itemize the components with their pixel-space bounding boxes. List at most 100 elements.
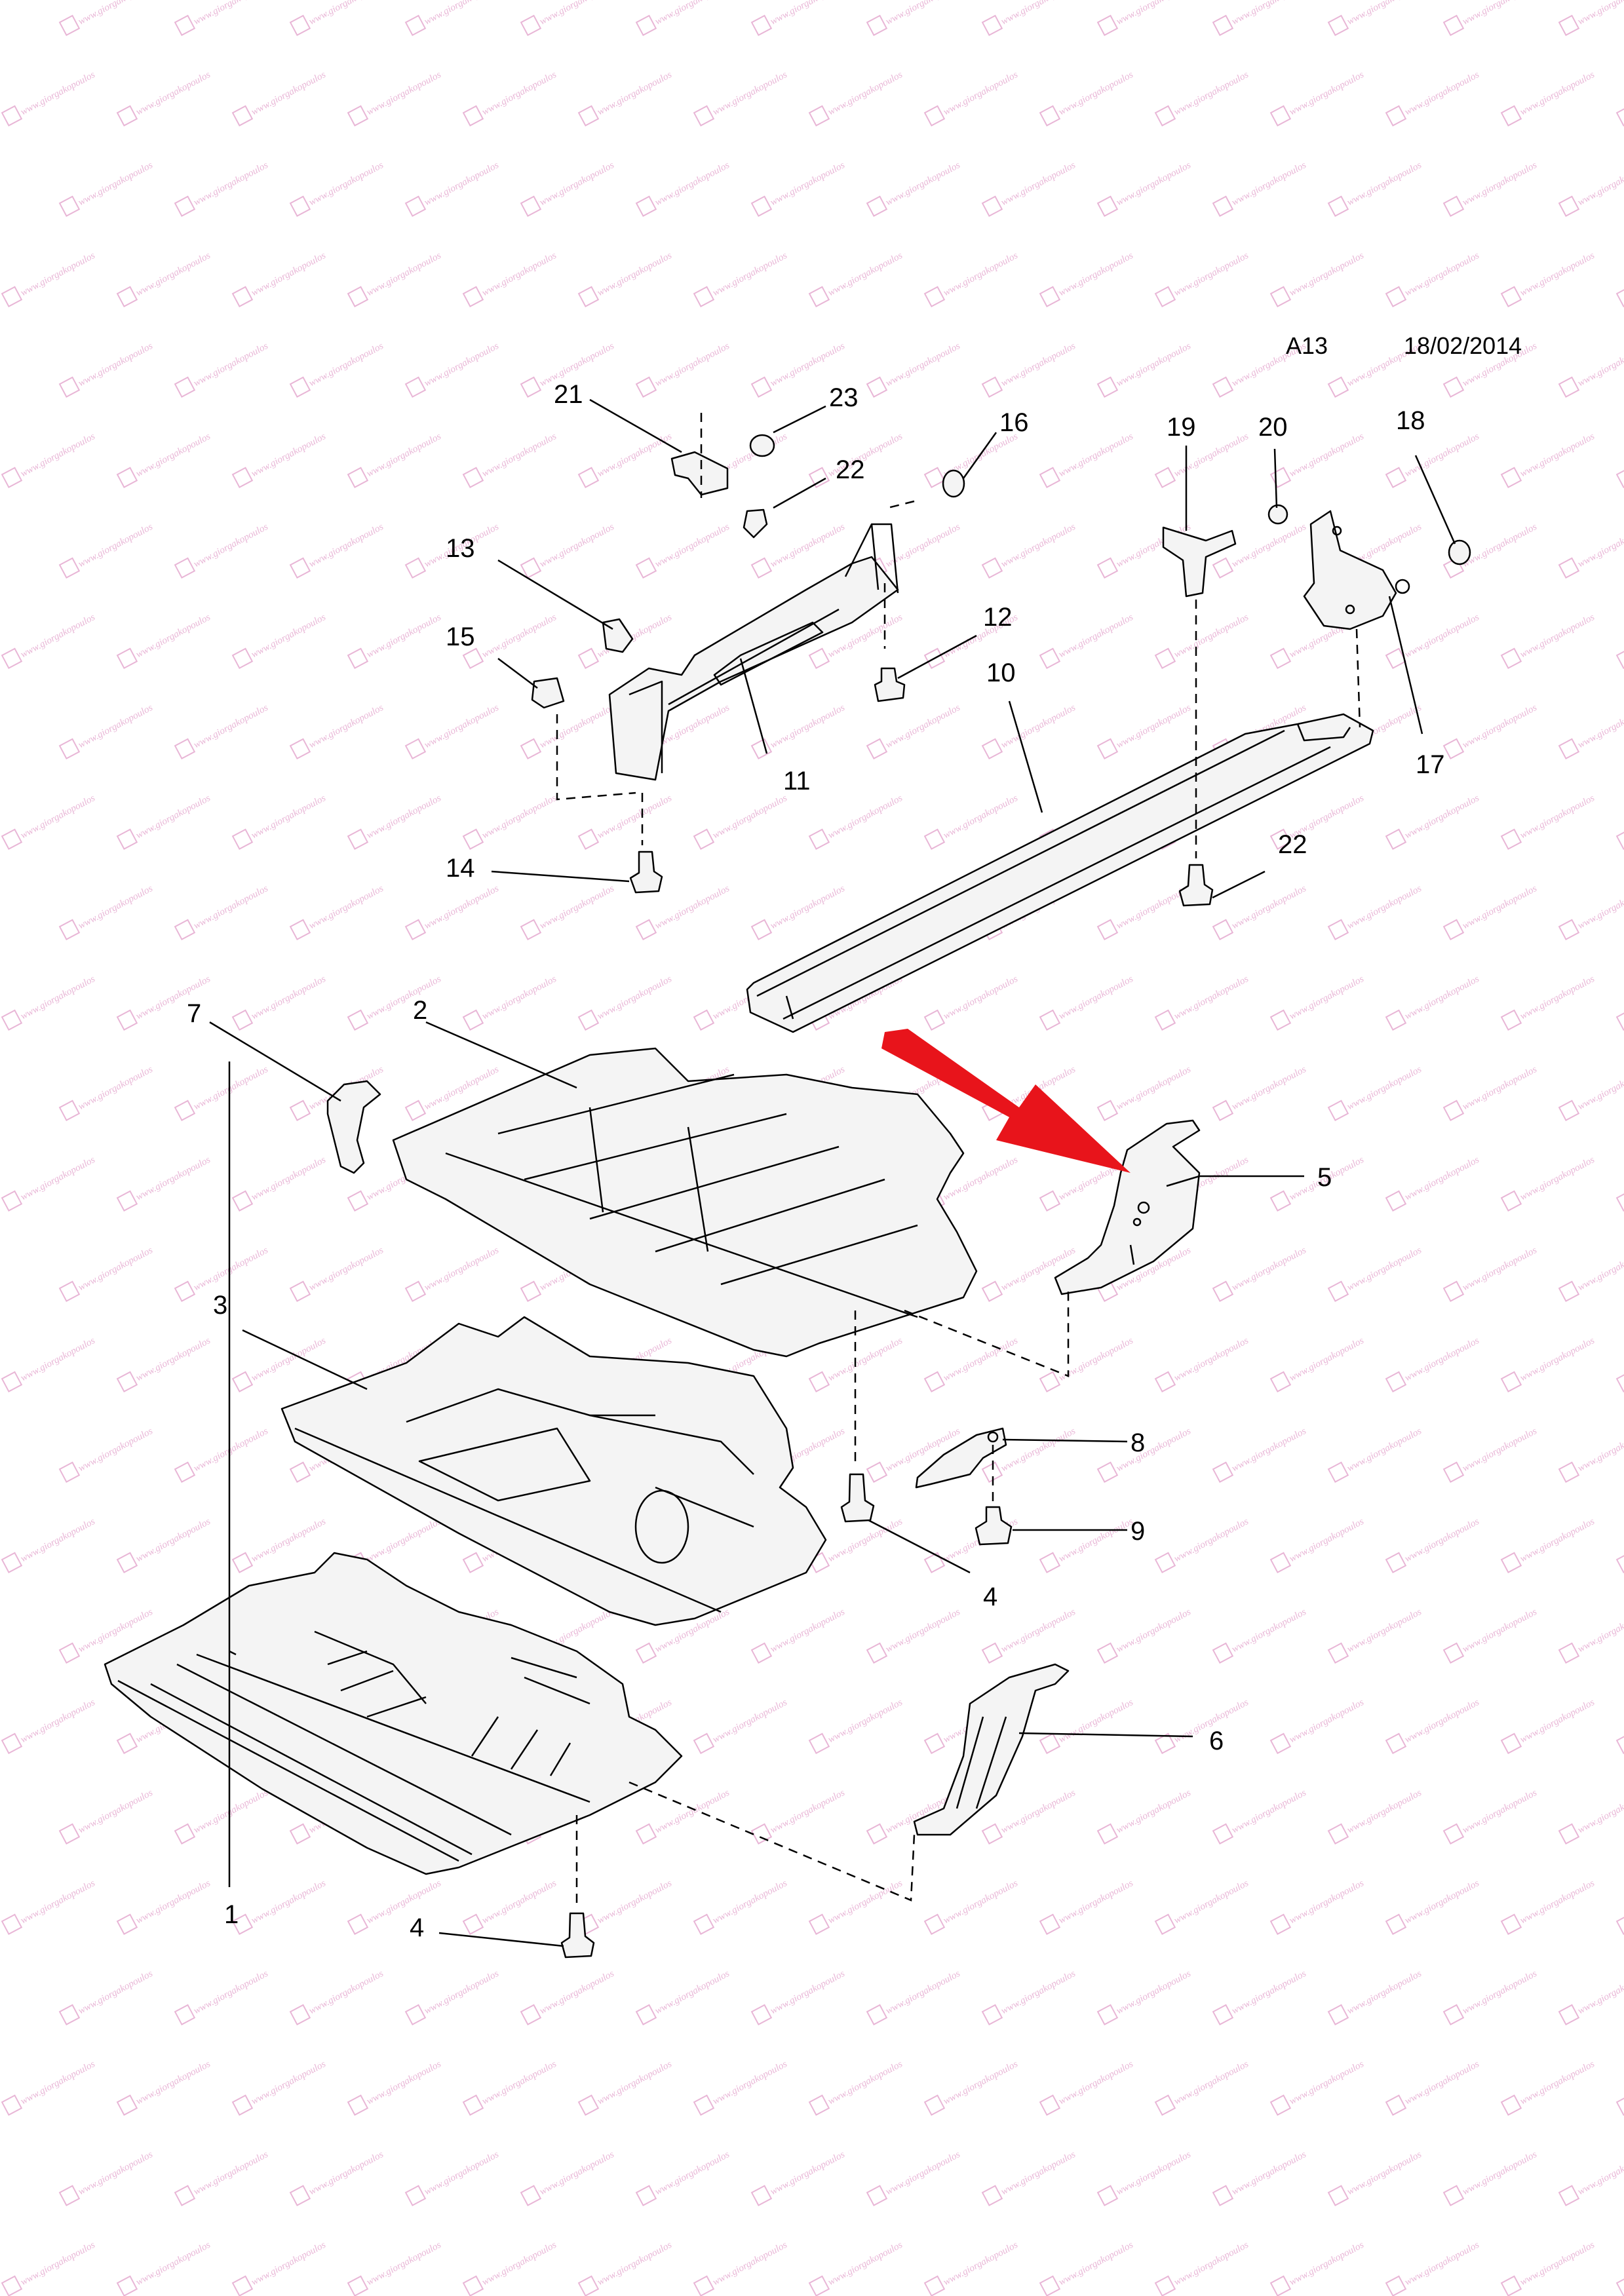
svg-text:www.giorgakopoulos: www.giorgakopoulos (999, 1788, 1077, 1835)
svg-text:www.giorgakopoulos: www.giorgakopoulos (1461, 2149, 1539, 2197)
svg-text:www.giorgakopoulos: www.giorgakopoulos (1115, 2149, 1193, 2197)
svg-text:www.giorgakopoulos: www.giorgakopoulos (1461, 1968, 1539, 2016)
svg-text:www.giorgakopoulos: www.giorgakopoulos (1461, 883, 1539, 931)
svg-text:www.giorgakopoulos: www.giorgakopoulos (884, 160, 962, 208)
watermark-logo-295: www.giorgakopoulos (866, 1607, 962, 1664)
svg-text:www.giorgakopoulos: www.giorgakopoulos (134, 612, 212, 660)
svg-text:www.giorgakopoulos: www.giorgakopoulos (1518, 1878, 1596, 1926)
svg-text:www.giorgakopoulos: www.giorgakopoulos (1057, 69, 1135, 117)
svg-text:www.giorgakopoulos: www.giorgakopoulos (1345, 1968, 1423, 2016)
svg-text:www.giorgakopoulos: www.giorgakopoulos (1576, 0, 1624, 27)
part-10-side-rail (746, 713, 1374, 1033)
watermark-logo-145: www.giorgakopoulos (116, 793, 212, 850)
watermark-logo-171: www.giorgakopoulos (1327, 883, 1423, 940)
svg-text:www.giorgakopoulos: www.giorgakopoulos (19, 1697, 97, 1745)
svg-text:www.giorgakopoulos: www.giorgakopoulos (365, 793, 443, 841)
watermark-logo-352: www.giorgakopoulos (58, 1968, 155, 2025)
svg-text:www.giorgakopoulos: www.giorgakopoulos (1288, 431, 1366, 479)
watermark-logo-146: www.giorgakopoulos (231, 793, 328, 850)
svg-text:www.giorgakopoulos: www.giorgakopoulos (1288, 974, 1366, 1022)
watermark-logo-16: www.giorgakopoulos (1, 69, 97, 126)
watermark-logo-282: www.giorgakopoulos (1154, 1516, 1250, 1573)
watermark-logo-222: www.giorgakopoulos (1615, 1190, 1624, 1212)
watermark-logo-6: www.giorgakopoulos (750, 0, 847, 36)
svg-text:www.giorgakopoulos: www.giorgakopoulos (999, 341, 1077, 389)
watermark-logo-372: www.giorgakopoulos (462, 2059, 558, 2116)
watermark-logo-338: www.giorgakopoulos (231, 1878, 328, 1935)
watermark-logo-94: www.giorgakopoulos (1615, 467, 1624, 488)
svg-text:www.giorgakopoulos: www.giorgakopoulos (942, 974, 1020, 1022)
watermark-logo-403: www.giorgakopoulos (347, 2240, 443, 2296)
watermark-logo-248: www.giorgakopoulos (923, 1335, 1020, 1392)
svg-text:www.giorgakopoulos: www.giorgakopoulos (1576, 1968, 1624, 2016)
watermark-logo-311: www.giorgakopoulos (808, 1697, 904, 1754)
watermark-logo-208: www.giorgakopoulos (1, 1155, 97, 1212)
watermark-logo-17: www.giorgakopoulos (116, 69, 212, 126)
watermark-logo-210: www.giorgakopoulos (231, 1155, 328, 1212)
part-9-bolt (975, 1506, 1013, 1546)
watermark-logo-361: www.giorgakopoulos (1096, 1968, 1193, 2025)
watermark-logo-122: www.giorgakopoulos (1154, 612, 1250, 669)
watermark-logo-4: www.giorgakopoulos (520, 0, 616, 36)
svg-text:www.giorgakopoulos: www.giorgakopoulos (1461, 160, 1539, 208)
watermark-logo-24: www.giorgakopoulos (923, 69, 1020, 126)
svg-text:www.giorgakopoulos: www.giorgakopoulos (1518, 431, 1596, 479)
watermark-logo-39: www.giorgakopoulos (866, 160, 962, 217)
svg-text:www.giorgakopoulos: www.giorgakopoulos (826, 2059, 904, 2107)
svg-text:www.giorgakopoulos: www.giorgakopoulos (77, 341, 155, 389)
watermark-logo-2: www.giorgakopoulos (289, 0, 385, 36)
callout-6: 6 (1209, 1727, 1224, 1755)
watermark-logo-236: www.giorgakopoulos (1442, 1245, 1539, 1302)
callout-20: 20 (1258, 413, 1288, 442)
watermark-logo-45: www.giorgakopoulos (1558, 160, 1624, 217)
watermark-logo-240: www.giorgakopoulos (1, 1335, 97, 1392)
svg-text:www.giorgakopoulos: www.giorgakopoulos (250, 1155, 328, 1202)
watermark-logo-371: www.giorgakopoulos (347, 2059, 443, 2116)
callout-18: 18 (1396, 406, 1425, 435)
svg-text:www.giorgakopoulos: www.giorgakopoulos (192, 1245, 270, 1293)
watermark-logo-124: www.giorgakopoulos (1385, 612, 1481, 669)
svg-text:www.giorgakopoulos: www.giorgakopoulos (1518, 974, 1596, 1022)
svg-text:www.giorgakopoulos: www.giorgakopoulos (19, 250, 97, 298)
svg-text:www.giorgakopoulos: www.giorgakopoulos (1576, 1064, 1624, 1112)
watermark-logo-235: www.giorgakopoulos (1327, 1245, 1423, 1302)
svg-text:www.giorgakopoulos: www.giorgakopoulos (365, 612, 443, 660)
svg-text:www.giorgakopoulos: www.giorgakopoulos (826, 1335, 904, 1383)
watermark-logo-180: www.giorgakopoulos (462, 974, 558, 1031)
svg-text:www.giorgakopoulos: www.giorgakopoulos (884, 341, 962, 389)
watermark-logo-272: www.giorgakopoulos (1, 1516, 97, 1573)
svg-text:www.giorgakopoulos: www.giorgakopoulos (77, 522, 155, 569)
watermark-logo-22: www.giorgakopoulos (693, 69, 789, 126)
svg-text:www.giorgakopoulos: www.giorgakopoulos (1172, 1878, 1250, 1926)
svg-text:www.giorgakopoulos: www.giorgakopoulos (19, 69, 97, 117)
watermark-logo-115: www.giorgakopoulos (347, 612, 443, 669)
svg-text:www.giorgakopoulos: www.giorgakopoulos (192, 1064, 270, 1112)
svg-text:www.giorgakopoulos: www.giorgakopoulos (134, 250, 212, 298)
watermark-logo-360: www.giorgakopoulos (981, 1968, 1077, 2025)
svg-text:www.giorgakopoulos: www.giorgakopoulos (1288, 1878, 1366, 1926)
svg-text:www.giorgakopoulos: www.giorgakopoulos (1461, 702, 1539, 750)
watermark-logo-60: www.giorgakopoulos (1385, 250, 1481, 307)
svg-text:www.giorgakopoulos: www.giorgakopoulos (942, 1878, 1020, 1926)
svg-text:www.giorgakopoulos: www.giorgakopoulos (1057, 1516, 1135, 1564)
svg-text:www.giorgakopoulos: www.giorgakopoulos (653, 0, 731, 27)
watermark-logo-226: www.giorgakopoulos (289, 1245, 385, 1302)
svg-text:www.giorgakopoulos: www.giorgakopoulos (1576, 1426, 1624, 1474)
watermark-logo-137: www.giorgakopoulos (1096, 702, 1193, 759)
watermark-logo-7: www.giorgakopoulos (866, 0, 962, 36)
watermark-logo-310: www.giorgakopoulos (693, 1697, 789, 1754)
svg-text:www.giorgakopoulos: www.giorgakopoulos (423, 341, 501, 389)
svg-text:www.giorgakopoulos: www.giorgakopoulos (307, 0, 385, 27)
watermark-logo-325: www.giorgakopoulos (635, 1788, 731, 1845)
svg-text:www.giorgakopoulos: www.giorgakopoulos (1115, 341, 1193, 389)
svg-text:www.giorgakopoulos: www.giorgakopoulos (134, 431, 212, 479)
svg-text:www.giorgakopoulos: www.giorgakopoulos (134, 793, 212, 841)
svg-text:www.giorgakopoulos: www.giorgakopoulos (250, 2240, 328, 2287)
svg-text:www.giorgakopoulos: www.giorgakopoulos (999, 2149, 1077, 2197)
svg-text:www.giorgakopoulos: www.giorgakopoulos (1576, 883, 1624, 931)
diagram-code: A13 (1286, 332, 1328, 359)
watermark-logo-0: www.giorgakopoulos (58, 0, 155, 36)
watermark-logo-20: www.giorgakopoulos (462, 69, 558, 126)
svg-text:www.giorgakopoulos: www.giorgakopoulos (1576, 341, 1624, 389)
watermark-logo-370: www.giorgakopoulos (231, 2059, 328, 2116)
